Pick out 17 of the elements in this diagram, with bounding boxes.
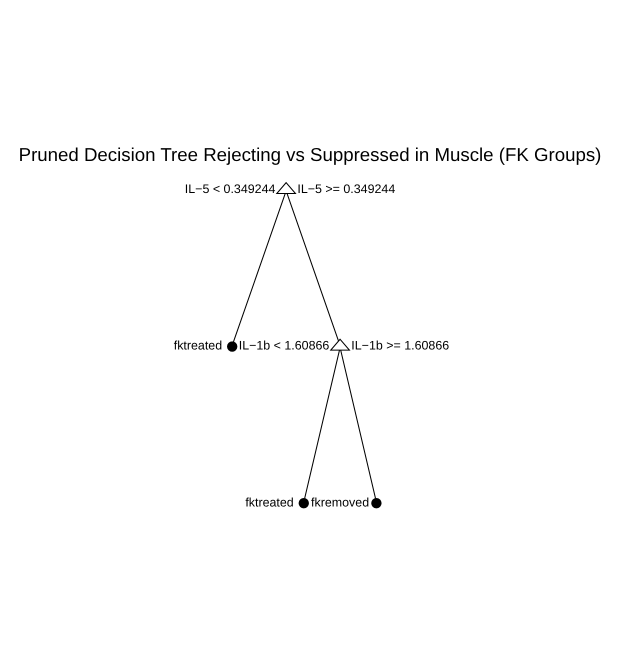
node-label: fktreated	[174, 338, 222, 352]
node-circle	[298, 498, 309, 508]
node-circle	[227, 340, 238, 352]
node-triangle	[330, 338, 351, 350]
node-triangle	[276, 181, 297, 194]
node-label: IL−1b >= 1.60866	[351, 338, 450, 352]
connector	[340, 350, 376, 498]
node-label: IL−5 < 0.349244	[184, 182, 276, 196]
node-label: IL−5 >= 0.349244	[297, 182, 396, 196]
diagram-title: Pruned Decision Tree Rejecting vs Suppressed in Muscle (FK Groups)	[18, 144, 602, 165]
node-label: fktreated	[245, 494, 294, 509]
connector	[286, 192, 339, 340]
connector	[232, 192, 286, 342]
connector	[304, 350, 340, 498]
node-label: IL−1b < 1.60866	[238, 338, 330, 352]
node-label: fkremoved	[311, 494, 370, 509]
node-circle	[371, 498, 382, 508]
